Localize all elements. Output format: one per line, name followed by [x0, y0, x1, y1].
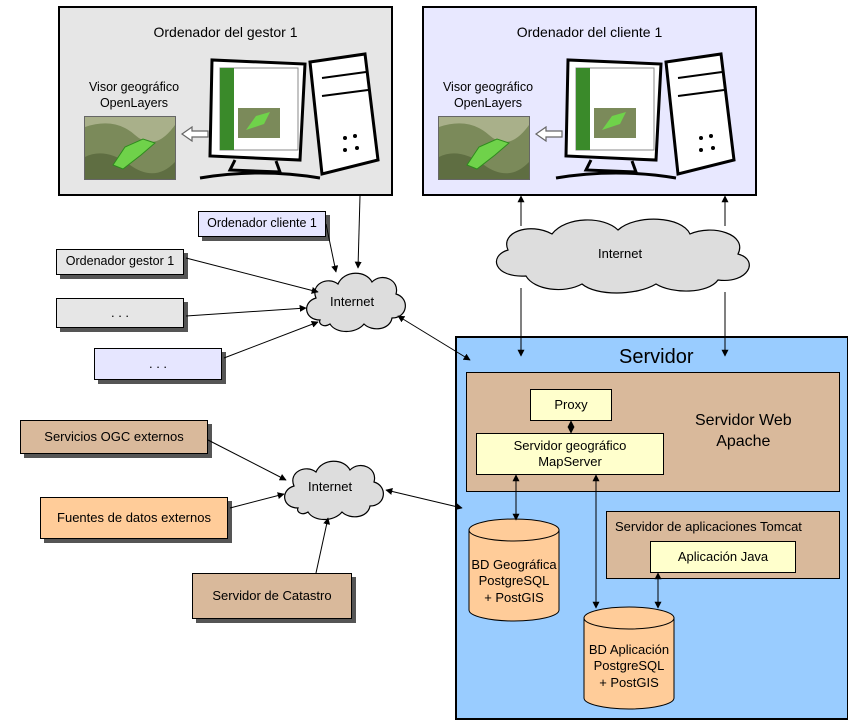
- link-catastro-lower-internet: [315, 517, 331, 574]
- external-data-sources-label: Fuentes de datos externos: [57, 509, 211, 525]
- client-visor-line1: Visor geográfico: [442, 80, 534, 94]
- internet-cloud-right-label: Internet: [598, 246, 643, 261]
- server-title: Servidor: [619, 346, 694, 368]
- link-manager-node-upper-internet: [185, 257, 319, 294]
- internet-cloud-lower: [284, 460, 384, 521]
- client-computer-panel: Ordenador del cliente 1 Visor geográfico…: [422, 6, 757, 196]
- geo-database-line3: + PostGIS: [484, 589, 544, 605]
- client-display-arrow: [534, 126, 563, 142]
- mapserver-label-line2: MapServer: [538, 454, 602, 469]
- manager-visor-line1: Visor geográfico: [88, 80, 180, 94]
- client-visor-line2: OpenLayers: [453, 95, 523, 110]
- mapserver-label-line1: Servidor geográfico: [513, 437, 627, 453]
- link-sources-lower-internet: [229, 492, 285, 509]
- external-ogc-services-label: Servicios OGC externos: [44, 428, 184, 444]
- geo-database-cylinder: [468, 518, 560, 622]
- client-computer-node: Ordenador cliente 1: [198, 211, 326, 237]
- catastro-server: Servidor de Catastro: [192, 573, 352, 619]
- client-map-thumbnail: [438, 116, 530, 180]
- apache-label: Servidor Web Apache: [695, 411, 792, 453]
- manager-computer-node-label: Ordenador gestor 1: [65, 254, 175, 269]
- external-ogc-services: Servicios OGC externos: [20, 420, 208, 454]
- manager-map-thumbnail: [84, 116, 176, 180]
- more-client-computers-label: . . .: [148, 355, 168, 371]
- link-upper-internet-server: [397, 315, 471, 361]
- manager-visor-line2: OpenLayers: [99, 95, 169, 110]
- geo-database-line2: PostgreSQL: [478, 573, 550, 589]
- link-dots-gray-upper-internet: [185, 304, 307, 317]
- link-ogc-lower-internet: [207, 439, 287, 481]
- more-manager-computers-label: . . .: [110, 304, 130, 320]
- internet-cloud-lower-label: Internet: [308, 479, 353, 494]
- manager-computer-panel: Ordenador del gestor 1 Visor geográfico …: [58, 6, 393, 196]
- client-computer-title: Ordenador del cliente 1: [516, 24, 663, 40]
- client-visor-label: Visor geográfico OpenLayers: [428, 80, 548, 111]
- tomcat-label: Servidor de aplicaciones Tomcat: [615, 519, 802, 534]
- mapserver-box: Servidor geográfico MapServer: [476, 433, 664, 475]
- apache-label-line2: Apache: [716, 432, 771, 450]
- geo-database-label: BD Geográfica PostgreSQL + PostGIS: [468, 557, 560, 606]
- java-app-label: Aplicación Java: [677, 548, 769, 564]
- internet-cloud-right: [496, 218, 750, 294]
- app-database-line1: BD Aplicación: [588, 642, 670, 657]
- manager-computer-title: Ordenador del gestor 1: [153, 24, 298, 40]
- manager-visor-label: Visor geográfico OpenLayers: [74, 80, 194, 111]
- internet-cloud-upper-label: Internet: [330, 294, 375, 309]
- app-database-cylinder: [583, 606, 675, 710]
- app-database-label: BD Aplicación PostgreSQL + PostGIS: [583, 642, 675, 691]
- catastro-server-label: Servidor de Catastro: [212, 587, 332, 603]
- more-client-computers: . . .: [94, 348, 222, 380]
- link-client-node-upper-internet: [325, 223, 339, 273]
- link-lower-internet-server: [385, 488, 463, 510]
- link-manager-panel-upper-internet: [354, 195, 362, 269]
- client-computer-node-label: Ordenador cliente 1: [207, 216, 317, 231]
- external-data-sources: Fuentes de datos externos: [40, 497, 228, 539]
- app-database-line2: PostgreSQL: [593, 658, 665, 674]
- client-computer-icon: [555, 52, 736, 180]
- more-manager-computers: . . .: [56, 298, 184, 328]
- java-app-box: Aplicación Java: [650, 541, 796, 573]
- geo-database-line1: BD Geográfica: [471, 557, 557, 572]
- link-dots-purple-upper-internet: [223, 320, 319, 359]
- manager-display-arrow: [180, 126, 209, 142]
- manager-computer-icon: [199, 52, 380, 180]
- proxy-label: Proxy: [554, 396, 588, 412]
- manager-computer-node: Ordenador gestor 1: [56, 249, 184, 275]
- app-database-line3: + PostGIS: [599, 674, 659, 690]
- apache-label-line1: Servidor Web: [695, 412, 792, 429]
